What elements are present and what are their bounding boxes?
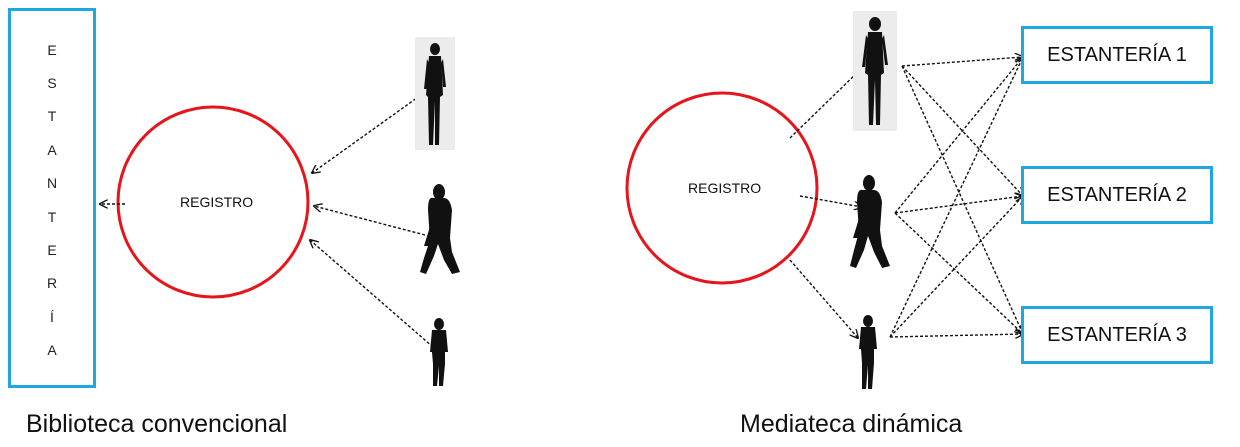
shelf-letter: A	[47, 342, 57, 359]
arrow-registro-to-child	[789, 259, 858, 338]
walking-woman-icon	[850, 175, 890, 268]
child-icon	[859, 315, 877, 389]
shelf-letter: A	[47, 141, 57, 158]
shelf-letter: N	[46, 175, 58, 192]
walking-woman-icon	[420, 184, 460, 274]
registro-circle-right	[625, 91, 819, 285]
shelf-1: ESTANTERÍA 1	[1021, 26, 1213, 84]
shelf-letter: S	[47, 75, 57, 92]
arrow-registro-to-woman	[799, 195, 862, 207]
child-icon	[430, 318, 448, 386]
left-arrows	[100, 89, 434, 348]
standing-man-icon	[415, 37, 455, 150]
registro-circle-left	[116, 105, 310, 299]
registro-label-left: REGISTRO	[180, 194, 254, 210]
arrow-registro-to-man	[789, 68, 862, 139]
caption-right: Mediateca dinámica	[740, 410, 963, 438]
shelf-letter: E	[47, 242, 57, 259]
shelf-letter: T	[47, 208, 57, 225]
shelf-letter: T	[47, 108, 57, 125]
shelf-letter: E	[47, 41, 57, 58]
right-arrows	[789, 57, 1023, 338]
shelf-vertical: E S T A N T E R Í A	[8, 8, 96, 388]
shelf-letter: R	[46, 275, 58, 292]
arrow-woman-to-registro	[314, 206, 426, 236]
caption-left: Biblioteca convencional	[26, 410, 288, 438]
registro-label-right: REGISTRO	[688, 180, 762, 196]
standing-man-icon	[853, 11, 897, 131]
arrow-child-to-registro	[310, 240, 434, 348]
shelf-3: ESTANTERÍA 3	[1021, 306, 1213, 364]
shelf-letter: Í	[50, 308, 54, 325]
arrow-man-to-registro	[312, 89, 429, 173]
shelf-2: ESTANTERÍA 2	[1021, 166, 1213, 224]
